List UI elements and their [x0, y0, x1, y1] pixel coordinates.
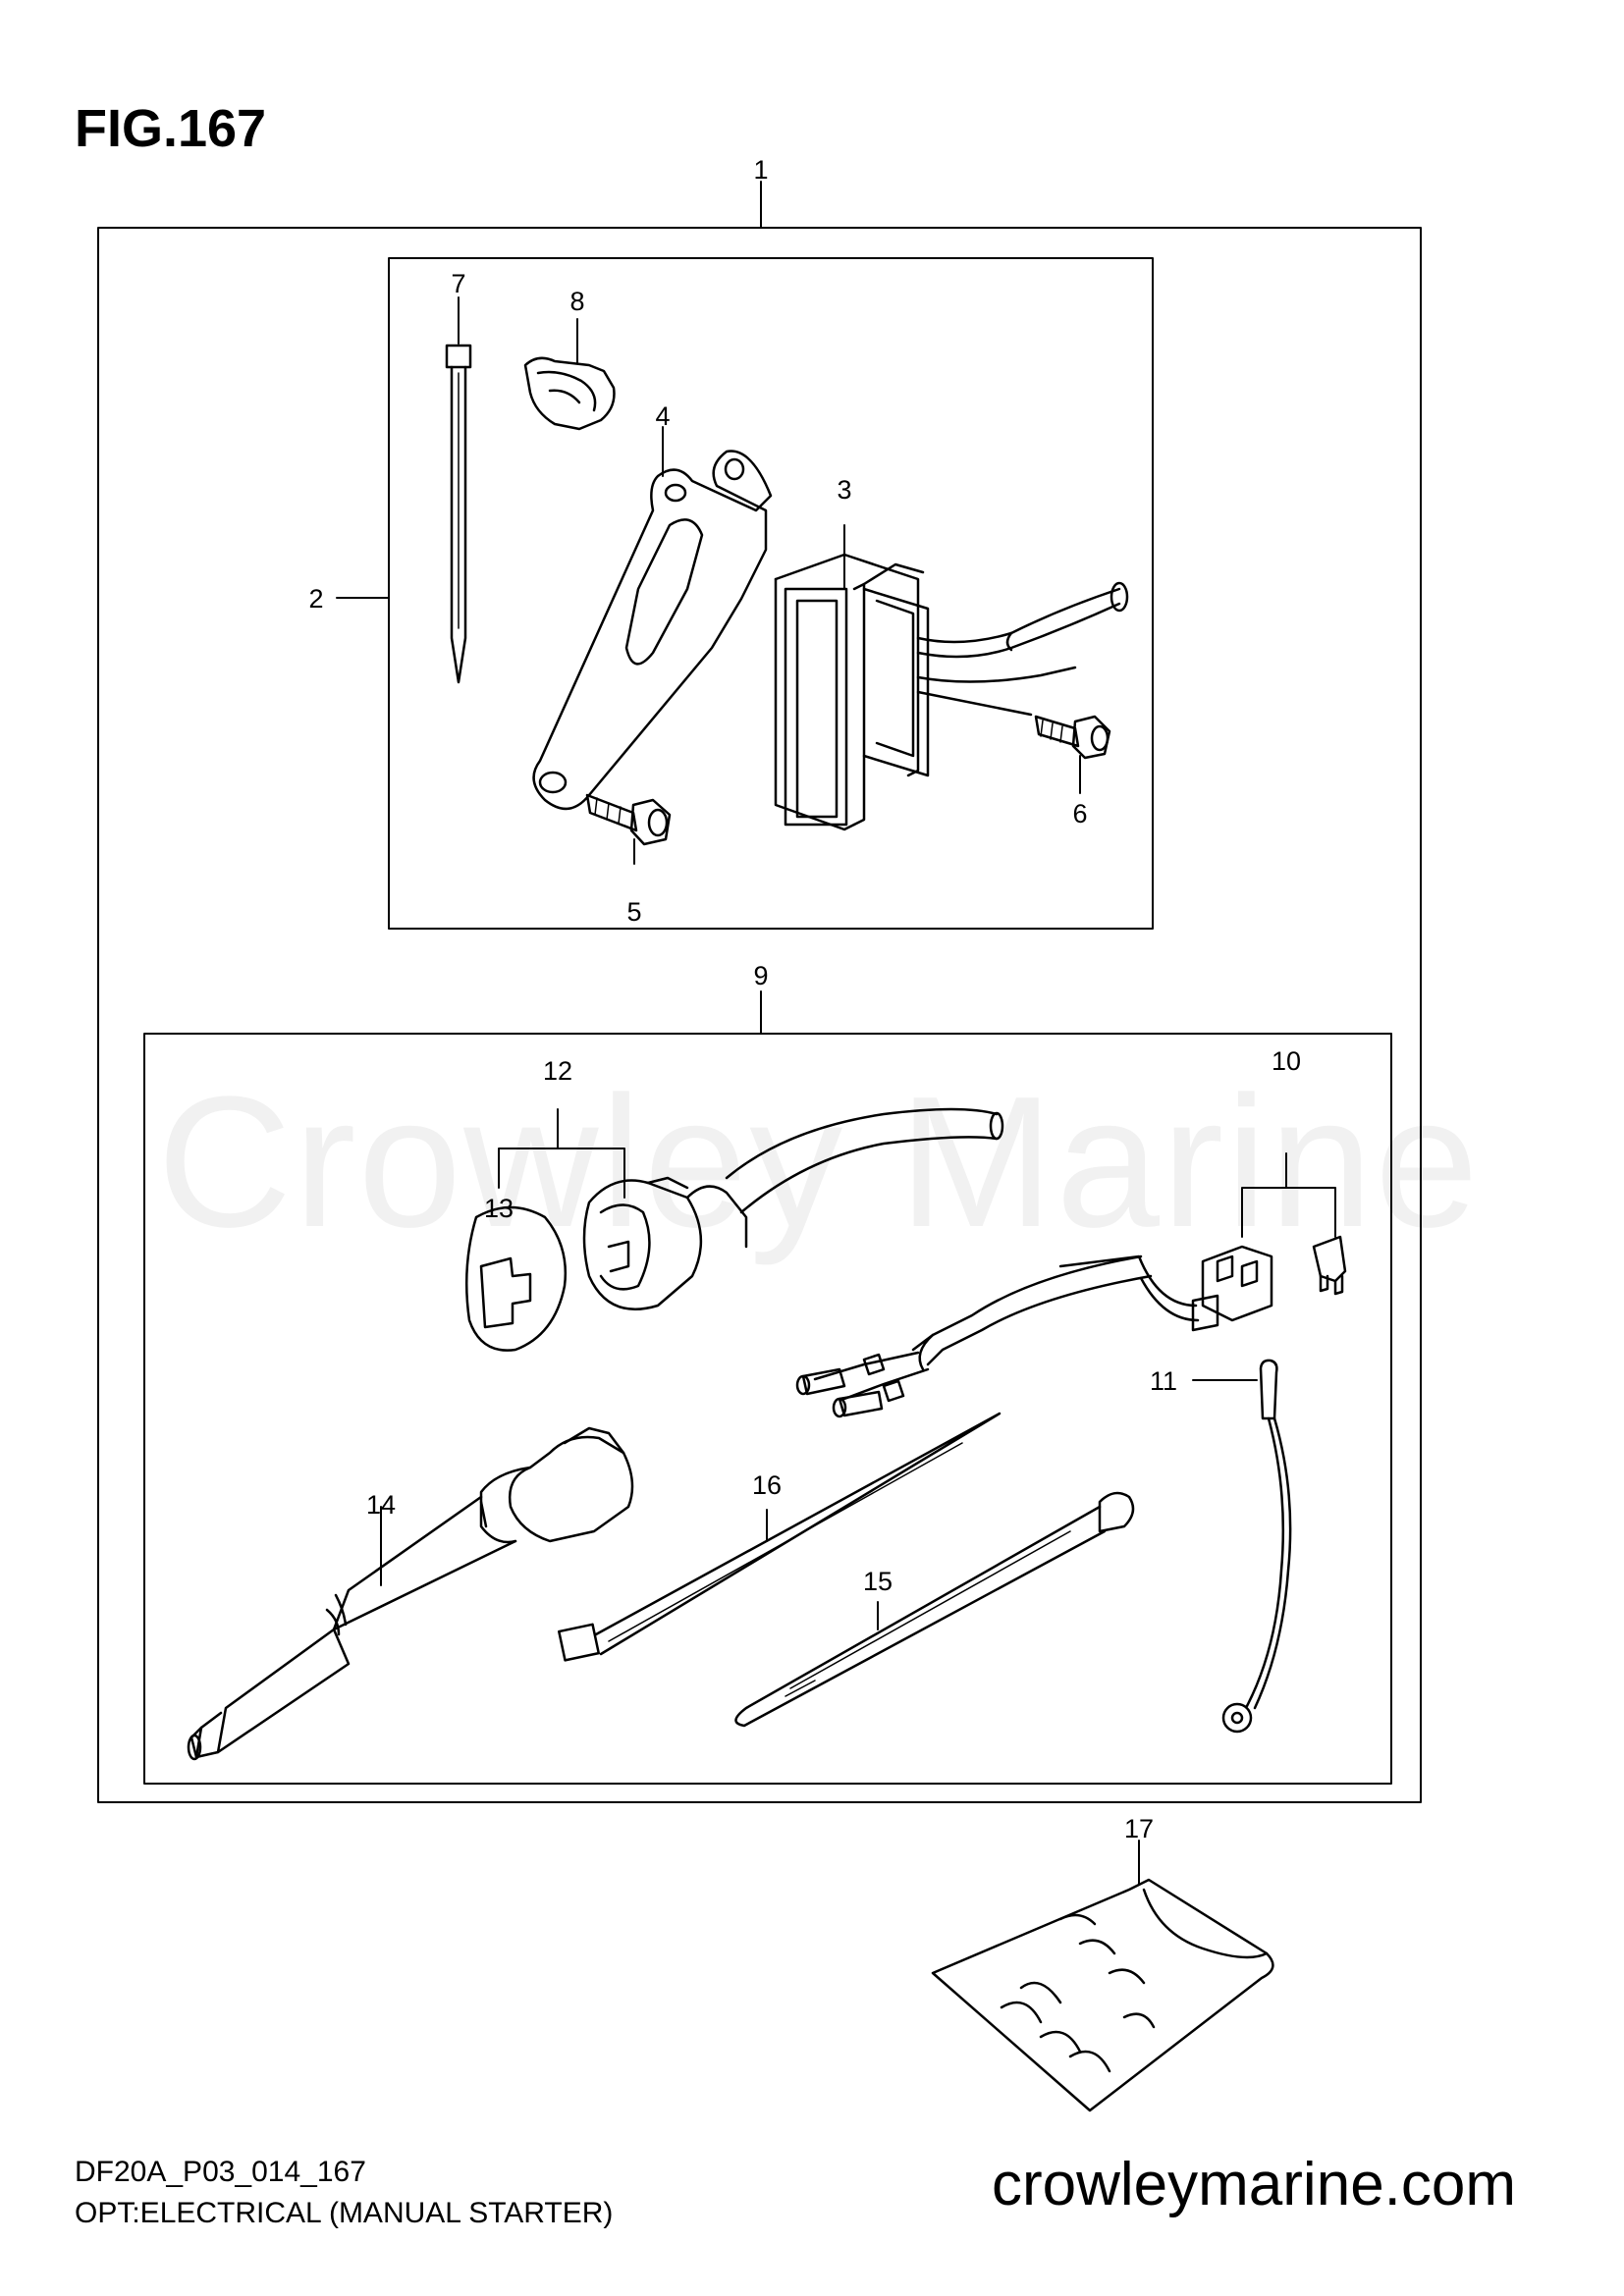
bolt-part-6: [1034, 715, 1111, 760]
callout-11: 11: [1150, 1366, 1177, 1396]
connector-part-12: [582, 1107, 1004, 1310]
callout-14: 14: [366, 1490, 396, 1520]
cable-tie-part-16: [558, 1412, 1001, 1662]
callout-9: 9: [753, 961, 768, 990]
lower-subkit-frame: [143, 1033, 1392, 1785]
callout-2: 2: [308, 584, 323, 614]
callout-8: 8: [569, 287, 584, 316]
harness-part-10: [795, 1235, 1347, 1418]
callout-4: 4: [655, 401, 670, 431]
bracket-part-4: [532, 450, 773, 810]
callout-10: 10: [1272, 1046, 1301, 1076]
cable-tie-part-15: [734, 1491, 1135, 1728]
callout-7: 7: [451, 269, 465, 298]
ground-lead-part-11: [1221, 1359, 1292, 1734]
callout-13: 13: [484, 1194, 514, 1223]
outer-kit-frame: [97, 227, 1422, 1803]
callout-3: 3: [837, 475, 851, 505]
callout-1: 1: [753, 155, 768, 185]
model-code: DF20A_P03_014_167: [75, 2156, 366, 2188]
callout-6: 6: [1072, 799, 1087, 828]
callout-16: 16: [752, 1470, 782, 1500]
figure-title: FIG.167: [75, 99, 267, 158]
diagram-caption: OPT:ELECTRICAL (MANUAL STARTER): [75, 2197, 614, 2229]
cable-tie-part-7: [445, 344, 472, 684]
callout-17: 17: [1124, 1814, 1154, 1843]
bolt-part-5: [585, 793, 672, 846]
parts-bag-part-17: [931, 1878, 1274, 2112]
callout-12: 12: [543, 1056, 572, 1086]
callout-5: 5: [626, 897, 641, 927]
watermark-text: Crowley Marine: [157, 1058, 1481, 1266]
clamp-part-8: [523, 356, 616, 431]
upper-subkit-frame: [388, 257, 1154, 930]
rectifier-part-3: [774, 553, 1129, 831]
connector-lead-part-14: [187, 1426, 634, 1761]
connector-cap-part-13: [464, 1205, 567, 1352]
website-link[interactable]: crowleymarine.com: [992, 2151, 1517, 2218]
leader-lines: [336, 181, 1336, 1886]
callout-15: 15: [863, 1567, 893, 1596]
